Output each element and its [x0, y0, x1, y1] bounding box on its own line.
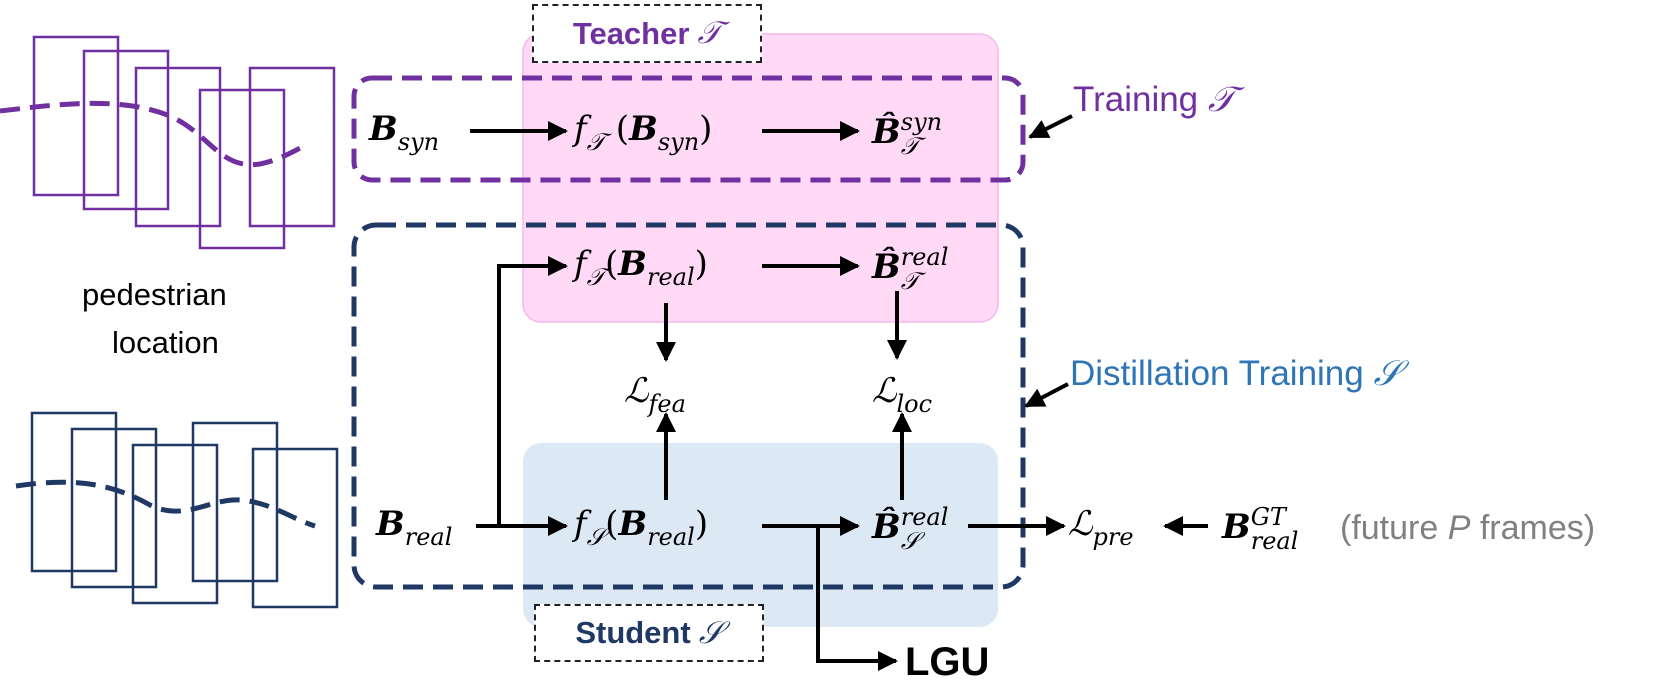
pedestrian-label-line2: location — [112, 325, 219, 360]
loss-pre: ℒpre — [1068, 504, 1134, 549]
bhat-teacher-real-sub: 𝒯 — [900, 267, 920, 295]
future-p: P — [1447, 509, 1471, 547]
b-gt-base: B — [1222, 507, 1251, 547]
arrows — [470, 114, 1208, 671]
loss-loc: ℒloc — [872, 371, 932, 416]
teacher-tag-word: Teacher — [572, 15, 690, 51]
bhat-student-real-base: B̂ — [872, 507, 901, 547]
arrow-distill-pointer — [1024, 382, 1069, 408]
f-teacher-real: f𝒯(Breal) — [574, 244, 708, 289]
b-syn: Bsyn — [369, 109, 439, 154]
future-open: (future — [1340, 509, 1439, 547]
f-teacher-syn-f: f — [574, 109, 587, 149]
b-gt-sub: real — [1250, 527, 1299, 555]
teacher-tag-symbol: 𝒯 — [697, 15, 722, 51]
f-teacher-syn-close: ) — [699, 109, 713, 149]
f-student-real-fsub: 𝒮 — [586, 523, 606, 551]
real-trajectory — [15, 479, 316, 529]
b-real: Breal — [376, 504, 452, 549]
f-student-real-close: ) — [694, 504, 709, 544]
f-student-real: f𝒮(Breal) — [574, 504, 709, 549]
f-teacher-real-sub: real — [647, 263, 695, 291]
loss-fea-sub: fea — [648, 390, 686, 418]
f-teacher-syn-open: ( — [615, 109, 630, 149]
b-real-base: B — [376, 504, 405, 544]
f-teacher-real-b: B — [618, 244, 647, 284]
bhat-teacher-syn-sub: 𝒯 — [900, 132, 920, 160]
loss-pre-sub: pre — [1092, 523, 1134, 551]
training-word: Training — [1073, 80, 1199, 119]
arrow-training-pointer — [1028, 114, 1073, 139]
training-teacher-label: Training 𝒯 — [1073, 82, 1235, 118]
b-gt-sup: GT — [1250, 503, 1286, 531]
student-tag-symbol: 𝒮 — [698, 614, 723, 651]
f-student-real-b: B — [618, 504, 648, 544]
b-syn-base: B — [369, 109, 398, 149]
distillation-box — [351, 222, 1026, 590]
f-teacher-real-fsub: 𝒯 — [586, 263, 605, 291]
loss-loc-sub: loc — [896, 390, 933, 418]
training-teacher-box — [351, 75, 1026, 183]
f-student-real-open: ( — [605, 504, 619, 544]
f-teacher-syn-b: B — [629, 109, 658, 149]
training-symbol: 𝒯 — [1207, 80, 1235, 120]
loss-fea: ℒfea — [624, 371, 686, 416]
student-tag-word: Student — [575, 615, 691, 650]
f-teacher-syn-sub: syn — [657, 128, 700, 156]
synthetic-pedestrian-boxes — [32, 35, 336, 250]
synthetic-trajectory — [0, 100, 306, 168]
loss-pre-base: ℒ — [1068, 504, 1093, 544]
pedestrian-label-line1: pedestrian — [82, 277, 227, 312]
bhat-teacher-syn-sup: syn — [900, 108, 943, 136]
real-pedestrian-boxes — [30, 411, 339, 609]
future-close: frames) — [1479, 509, 1596, 547]
bhat-student-real-sub: 𝒮 — [900, 527, 920, 555]
bhat-student-real-sup: real — [900, 503, 949, 531]
f-teacher-syn: f𝒯 (Bsyn) — [574, 109, 713, 154]
b-syn-sub: syn — [397, 128, 440, 156]
distill-word: Distillation Training — [1070, 354, 1364, 393]
bhat-teacher-real-sup: real — [900, 243, 949, 271]
future-frames-note: (future P frames) — [1340, 511, 1595, 545]
distill-symbol: 𝒮 — [1373, 354, 1401, 394]
loss-fea-base: ℒ — [624, 371, 649, 411]
loss-loc-base: ℒ — [872, 371, 897, 411]
f-teacher-real-open: ( — [604, 244, 619, 284]
lgu-label: LGU — [905, 640, 990, 684]
distillation-training-label: Distillation Training 𝒮 — [1070, 356, 1401, 392]
f-student-real-sub: real — [647, 523, 695, 551]
arrow-fS-to-lgu — [816, 526, 898, 671]
f-teacher-real-close: ) — [694, 244, 708, 284]
bhat-teacher-syn-base: B̂ — [872, 112, 901, 152]
f-student-real-f: f — [574, 504, 587, 544]
student-region — [523, 443, 998, 627]
b-real-sub: real — [404, 523, 453, 551]
teacher-tag: Teacher 𝒯 — [532, 4, 762, 63]
bhat-teacher-real-base: B̂ — [872, 247, 901, 287]
f-teacher-real-f: f — [574, 244, 587, 284]
student-tag: Student 𝒮 — [534, 604, 764, 662]
f-teacher-syn-fsub: 𝒯 — [586, 128, 605, 156]
